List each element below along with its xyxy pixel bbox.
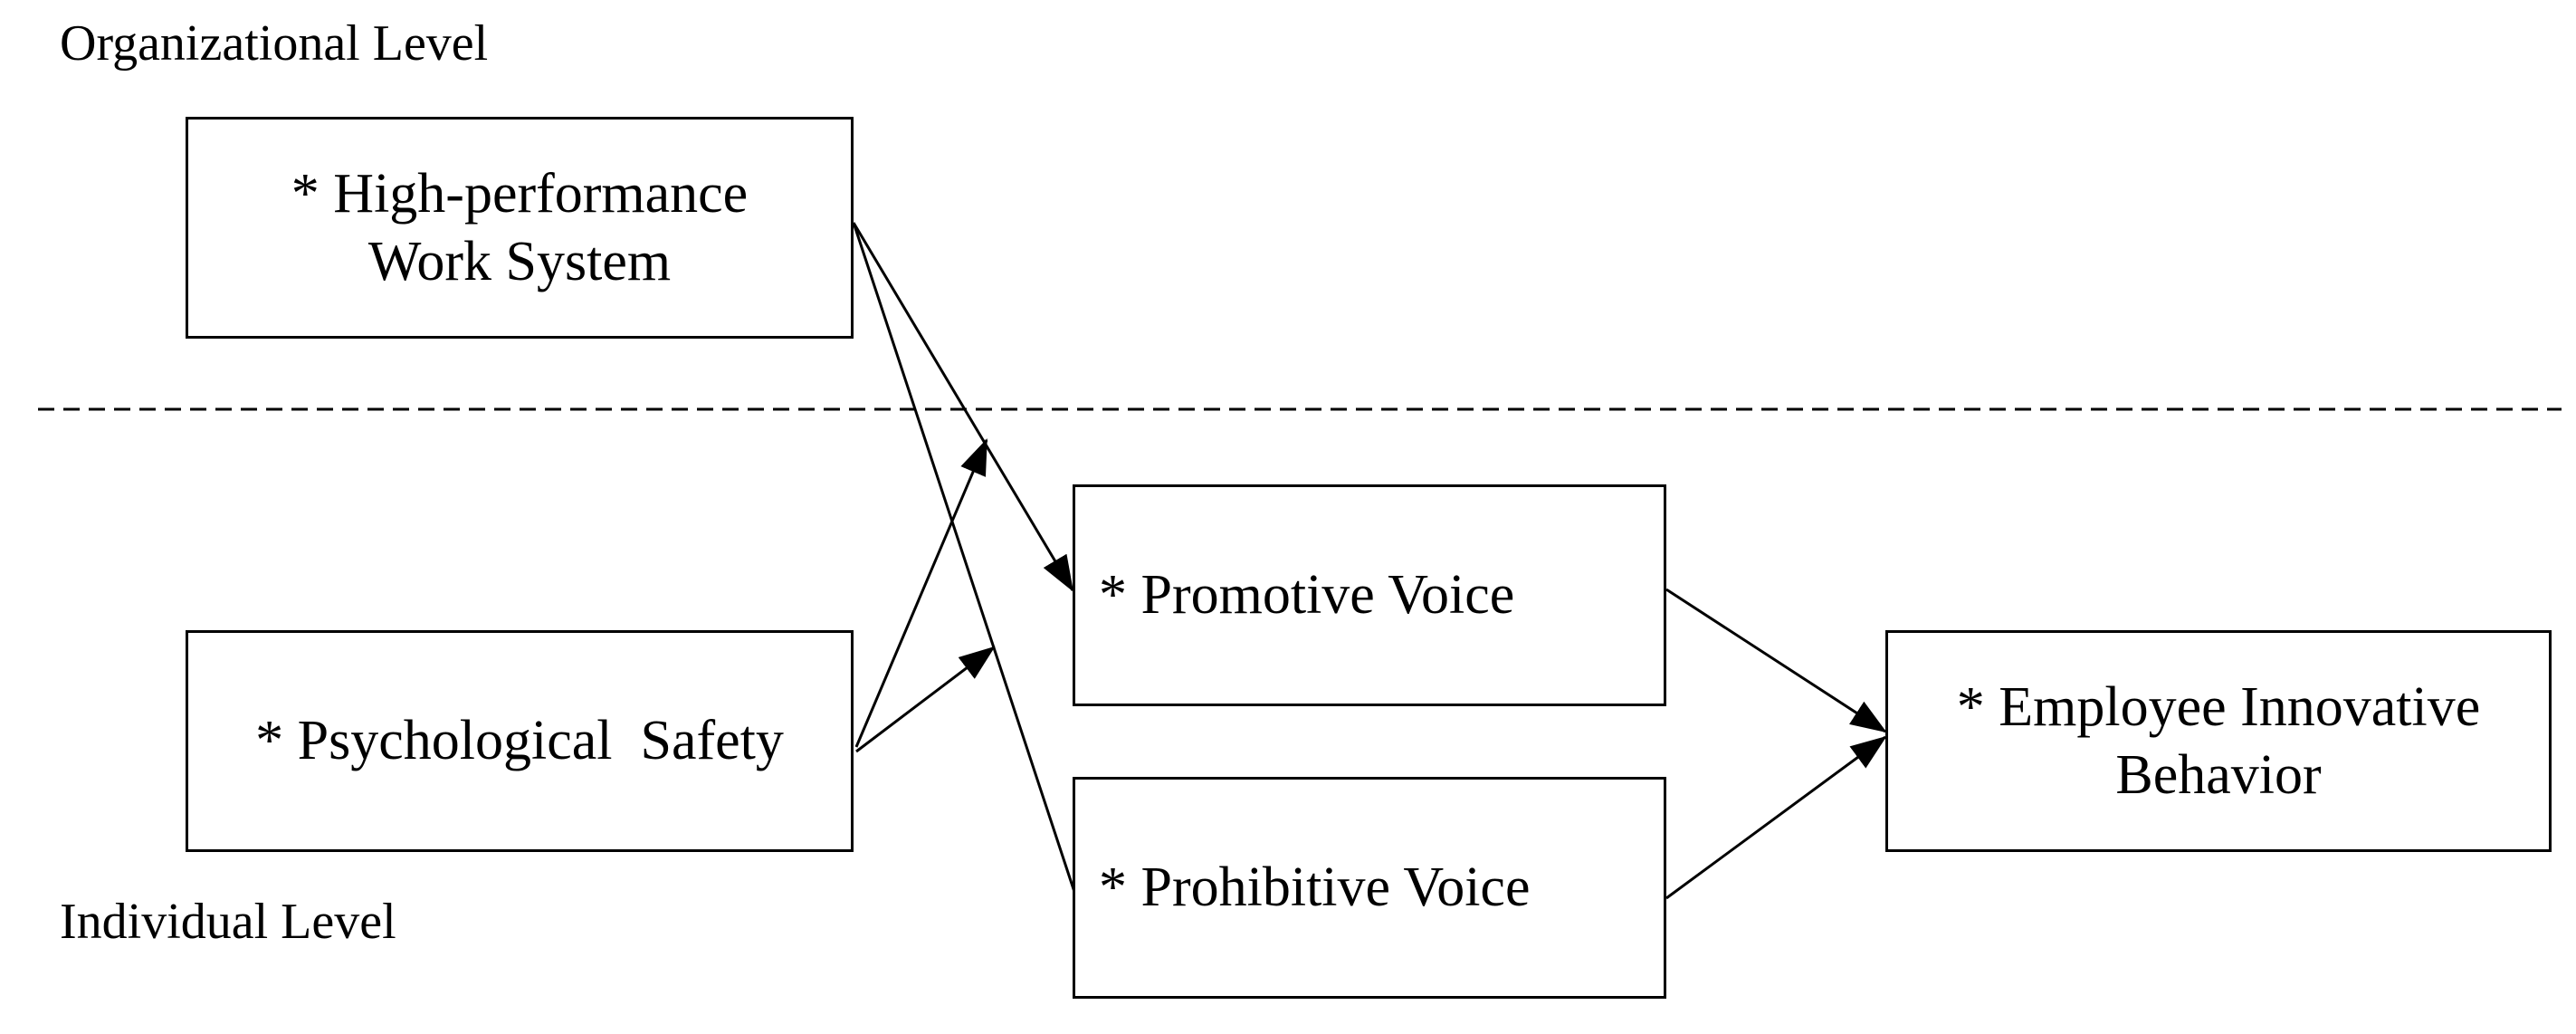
edge-hpws-to-prohibitive xyxy=(852,222,1076,893)
organizational-level-label: Organizational Level xyxy=(60,15,489,72)
node-high-performance-work-system: * High-performance Work System xyxy=(186,117,854,339)
node-psychological-safety: * Psychological Safety xyxy=(186,630,854,852)
node-prohibitive-line1: * Prohibitive Voice xyxy=(1099,857,1531,919)
edge-prohibitive-to-eib xyxy=(1665,735,1887,900)
edge-hpws-to-promotive xyxy=(852,222,1074,592)
node-prohibitive-voice: * Prohibitive Voice xyxy=(1073,777,1666,999)
node-employee-innovative-behavior: * Employee Innovative Behavior xyxy=(1885,630,2552,852)
node-eib-line2: Behavior xyxy=(2115,743,2322,806)
node-psych-line1: * Psychological Safety xyxy=(255,710,784,772)
edge-psych-moderates-promotive xyxy=(854,438,988,748)
node-promotive-line1: * Promotive Voice xyxy=(1099,564,1515,627)
node-eib-line1: * Employee Innovative xyxy=(1956,676,2481,739)
node-hpws-line2: Work System xyxy=(367,230,672,292)
edge-promotive-to-eib xyxy=(1665,588,1887,733)
individual-level-label: Individual Level xyxy=(60,894,396,950)
node-promotive-voice: * Promotive Voice xyxy=(1073,484,1666,706)
node-hpws-line1: * High-performance xyxy=(291,163,749,225)
edge-psych-moderates-prohibitive xyxy=(855,646,996,753)
